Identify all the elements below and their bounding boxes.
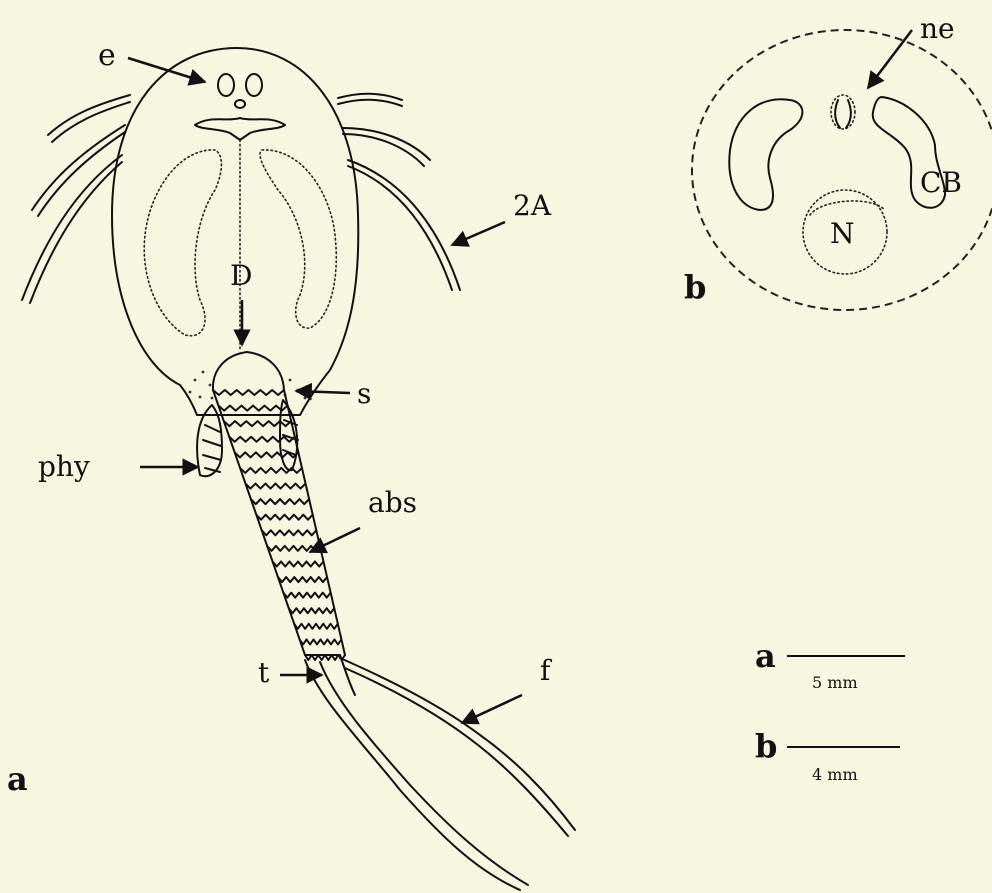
label-t: t (258, 656, 270, 689)
label-f: f (540, 654, 553, 687)
scale-bar-a: a 5 mm (755, 637, 905, 692)
label-ne: ne (920, 12, 955, 45)
right-digestive-lobe (260, 150, 336, 328)
label-abs: abs (368, 486, 417, 519)
label-s: s (357, 377, 371, 410)
scale-bar-a-panel: a (755, 637, 776, 675)
nerve-element (831, 95, 855, 129)
left-digestive-lobe (144, 150, 221, 336)
scale-bar-a-text: 5 mm (812, 673, 858, 692)
panel-a-drawing (22, 48, 575, 890)
left-cb-lobe (729, 99, 802, 210)
left-antennae (22, 95, 130, 303)
panel-b-annotations: ne CB N b (684, 12, 962, 306)
first-segment (213, 352, 284, 390)
scale-bar-b-panel: b (755, 727, 777, 765)
trunk-segments (213, 390, 345, 660)
scale-bar-b: b 4 mm (755, 727, 900, 784)
panel-label-a: a (7, 760, 28, 798)
cerebral-band (195, 118, 285, 140)
stippling (189, 371, 307, 400)
label-CB: CB (920, 166, 962, 199)
label-phy: phy (38, 450, 90, 483)
label-N: N (830, 217, 855, 250)
label-D: D (230, 259, 252, 292)
compound-eyes (218, 74, 262, 108)
panel-label-b: b (684, 268, 706, 306)
label-e: e (98, 38, 116, 73)
scale-bar-b-text: 4 mm (812, 765, 858, 784)
label-2A: 2A (513, 189, 552, 222)
